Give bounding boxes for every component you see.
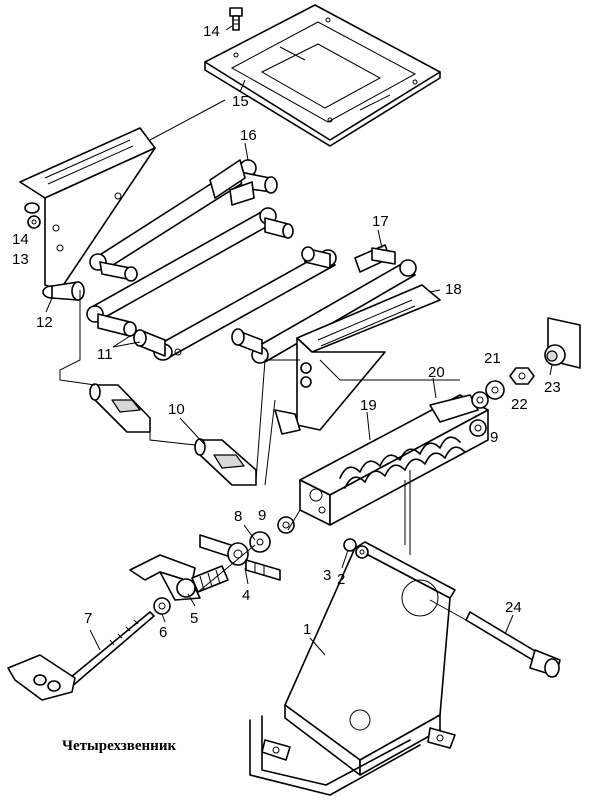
callout-9-left: 9 bbox=[258, 507, 267, 524]
callout-11: 11 bbox=[97, 346, 113, 363]
callout-20: 19 bbox=[360, 397, 377, 414]
callout-7: 7 bbox=[84, 610, 93, 627]
part-10-pins bbox=[89, 383, 301, 486]
part-left-bracket bbox=[19, 127, 156, 291]
part-1-base bbox=[249, 541, 456, 796]
callout-9-right: 9 bbox=[490, 429, 499, 446]
callout-4: 4 bbox=[242, 587, 251, 604]
callout-3: 3 bbox=[323, 567, 332, 584]
callout-1: 1 bbox=[303, 621, 312, 638]
callout-6: 6 bbox=[159, 624, 168, 641]
callout-21: 20 bbox=[428, 364, 445, 381]
callout-13: 13 bbox=[12, 251, 29, 268]
callout-25: 24 bbox=[505, 599, 522, 616]
callout-22: 21 bbox=[484, 350, 501, 367]
callout-19: 18 bbox=[445, 281, 462, 298]
leader-lines bbox=[45, 25, 553, 656]
part-11-middle-links bbox=[86, 207, 337, 361]
callout-15: 14 bbox=[203, 23, 220, 40]
callout-24: 23 bbox=[544, 379, 561, 396]
callout-23: 22 bbox=[511, 396, 528, 413]
part-16-top-plate bbox=[204, 4, 441, 147]
callout-16: 15 bbox=[232, 93, 249, 110]
callout-17: 16 bbox=[240, 127, 257, 144]
callout-10: 10 bbox=[168, 401, 185, 418]
part-15-bolt bbox=[229, 7, 243, 31]
part-9-washers bbox=[277, 391, 489, 534]
part-20-21-spring-housing bbox=[299, 394, 489, 526]
callout-12: 12 bbox=[36, 314, 53, 331]
assembly-lines bbox=[59, 99, 467, 621]
part-22-23-24-hardware bbox=[485, 317, 581, 400]
part-18-lower-link bbox=[231, 244, 417, 364]
callout-8: 8 bbox=[234, 508, 243, 525]
diagram-caption: Четырехзвенник bbox=[62, 738, 177, 754]
part-19-right-bracket bbox=[296, 284, 441, 431]
part-2-3-nut-washer bbox=[343, 538, 369, 559]
part-6-washer bbox=[153, 597, 171, 615]
callout-14: 14 bbox=[12, 231, 29, 248]
part-12-pin bbox=[42, 281, 85, 301]
part-13-14-nut-washer bbox=[24, 202, 41, 229]
part-4-8-stepped-pin bbox=[199, 531, 281, 581]
part-5-lever bbox=[129, 554, 229, 601]
callout-18: 17 bbox=[372, 213, 389, 230]
part-7-rod bbox=[7, 611, 155, 701]
callout-5: 5 bbox=[190, 610, 199, 627]
callout-2: 2 bbox=[337, 571, 346, 588]
part-17-upper-link bbox=[89, 159, 278, 282]
part-25-axle bbox=[465, 611, 561, 678]
